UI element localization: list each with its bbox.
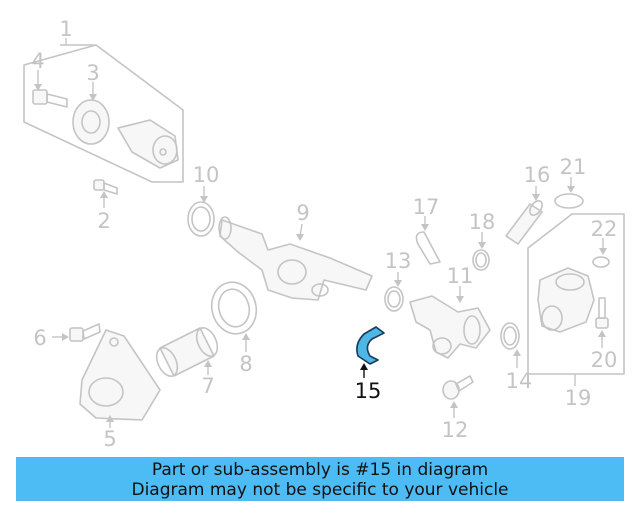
- part-12-bolt: [442, 375, 474, 418]
- callout-11: 11: [447, 264, 474, 288]
- part-6-bolt: [52, 323, 101, 342]
- callout-10: 10: [193, 163, 220, 187]
- part-18-seal-ring: [472, 232, 490, 271]
- callout-4: 4: [31, 49, 44, 73]
- callout-20: 20: [591, 348, 618, 372]
- part-10-seal-ring: [187, 186, 215, 237]
- callout-1: 1: [59, 17, 72, 41]
- part-5-housing: [79, 329, 161, 428]
- callout-15[interactable]: 15: [355, 379, 382, 403]
- part-17-clip: [415, 216, 441, 265]
- callout-14: 14: [506, 369, 533, 393]
- callout-2: 2: [97, 209, 110, 233]
- callout-6: 6: [33, 326, 46, 350]
- caption-line-1: Part or sub-assembly is #15 in diagram: [151, 460, 489, 480]
- part-3-pulley: [72, 82, 110, 145]
- part-4-bolt: [32, 70, 68, 108]
- callout-8: 8: [239, 352, 252, 376]
- callout-18: 18: [469, 210, 496, 234]
- callout-19: 19: [565, 386, 592, 410]
- part-13-seal-ring: [384, 272, 404, 312]
- part-14-seal-ring: [500, 322, 521, 368]
- callout-21: 21: [560, 155, 587, 179]
- part-20-bolt: [595, 297, 609, 348]
- part-8-gasket: [210, 281, 258, 352]
- part-16-sensor: [505, 186, 543, 245]
- part-1-assembly: [23, 38, 184, 183]
- callout-17: 17: [413, 195, 440, 219]
- callout-9: 9: [296, 201, 309, 225]
- callout-16: 16: [524, 163, 551, 187]
- callout-12: 12: [442, 418, 469, 442]
- part-9-pipe: [218, 216, 373, 301]
- part-7-cylinder: [155, 327, 219, 377]
- callout-7: 7: [201, 374, 214, 398]
- callout-3: 3: [86, 61, 99, 85]
- caption-line-2: Diagram may not be specific to your vehi…: [131, 480, 509, 500]
- part-21-seal-ring: [554, 177, 584, 209]
- callout-13: 13: [385, 249, 412, 273]
- part-19-assembly: [527, 213, 625, 386]
- callout-5: 5: [103, 427, 116, 451]
- callout-22: 22: [591, 217, 618, 241]
- part-15-clip[interactable]: [356, 326, 385, 378]
- part-2-bolt: [93, 179, 118, 208]
- caption-banner: Part or sub-assembly is #15 in diagram D…: [16, 457, 624, 501]
- part-11-housing: [409, 286, 491, 359]
- part-22-seal-ring: [592, 238, 610, 268]
- pump-shaft: [117, 119, 179, 169]
